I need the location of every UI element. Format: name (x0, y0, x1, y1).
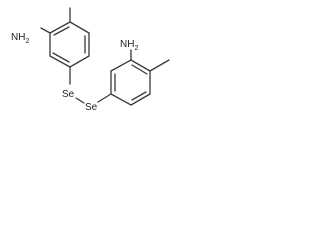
amine-label-right: NH2 (120, 39, 138, 52)
amine-label-left: NH2 (11, 32, 29, 45)
bond (110, 93, 132, 106)
bond (131, 91, 147, 101)
structure-diagram: NH2 Se Se NH2 (0, 0, 188, 144)
bond (110, 59, 132, 72)
bond (69, 21, 90, 34)
bond (52, 52, 70, 63)
bond (69, 55, 90, 68)
bond (130, 93, 151, 106)
bonds (40, 7, 170, 106)
bond (75, 97, 85, 104)
molecule-drawing: NH2 Se Se NH2 (11, 7, 170, 113)
bond (49, 55, 71, 68)
selenium-label-right: Se (85, 102, 98, 113)
selenium-label-left: Se (62, 89, 75, 100)
bond (49, 21, 71, 34)
bond (53, 26, 70, 36)
bond (40, 27, 51, 34)
bond (149, 59, 170, 72)
bond (130, 59, 151, 72)
atom-labels: NH2 Se Se NH2 (11, 32, 138, 113)
bond (131, 64, 148, 75)
bond (97, 93, 112, 103)
